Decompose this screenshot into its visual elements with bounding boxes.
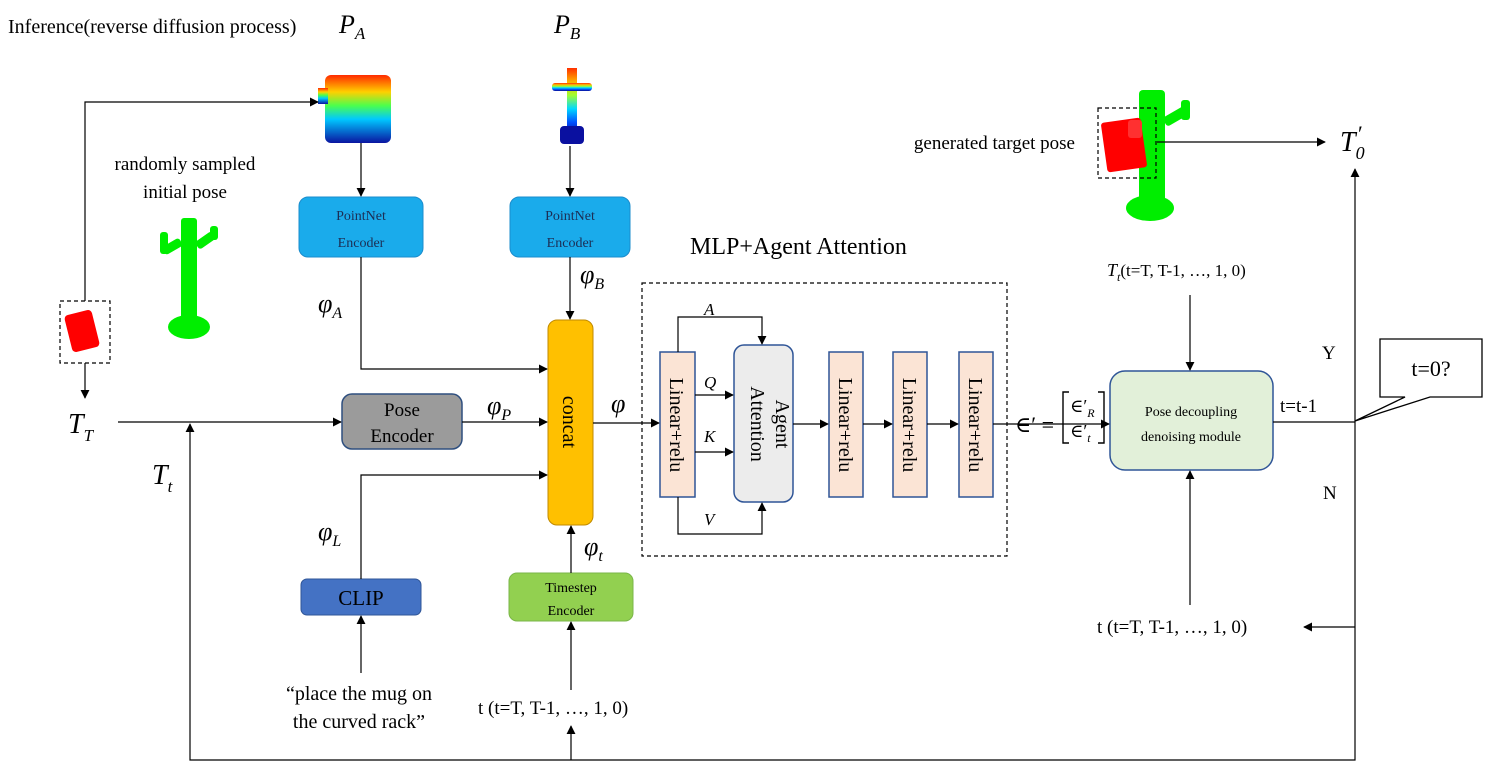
pointnet-encoder-a[interactable]: PointNet Encoder [298, 196, 424, 258]
svg-text:denoising module: denoising module [1141, 430, 1241, 445]
svg-text:Linear+relu: Linear+relu [964, 378, 986, 473]
point-cloud-a [318, 75, 391, 143]
t-update-label: t=t-1 [1280, 396, 1317, 417]
a-label: A [703, 300, 715, 319]
epsilon-r: ∈′R [1070, 396, 1095, 420]
mug-initial [64, 310, 100, 352]
linear-relu-4[interactable]: Linear+relu [958, 351, 994, 498]
mlp-agent-region [641, 282, 1008, 557]
t-range-right: t (t=T, T-1, …, 1, 0) [1097, 617, 1247, 638]
mlp-title: MLP+Agent Attention [690, 234, 907, 260]
agent-attention-block[interactable]: AgentAttention [733, 344, 794, 503]
phi-a-label: φA [318, 289, 342, 322]
pose-encoder[interactable]: Pose Encoder [341, 393, 463, 450]
svg-text:Pose decoupling: Pose decoupling [1145, 405, 1237, 420]
svg-text:Encoder: Encoder [338, 236, 385, 251]
pb-label: PB [553, 10, 581, 43]
linear-relu-1[interactable]: Linear+relu [659, 351, 696, 498]
linear-relu-2[interactable]: Linear+relu [828, 351, 864, 498]
svg-text:Encoder: Encoder [548, 604, 595, 619]
svg-text:Linear+relu: Linear+relu [665, 378, 687, 473]
phi-label: φ [611, 389, 625, 418]
svg-text:Pose: Pose [384, 400, 420, 421]
v-label: V [704, 510, 717, 529]
tt-label-capital: TT [68, 409, 95, 445]
instruction-line-1: “place the mug on [286, 683, 432, 705]
diagram-title: Inference(reverse diffusion process) [8, 16, 296, 38]
svg-text:Linear+relu: Linear+relu [898, 378, 920, 473]
svg-text:Encoder: Encoder [370, 426, 434, 447]
linear-relu-3[interactable]: Linear+relu [892, 351, 928, 498]
svg-text:t=0?: t=0? [1411, 356, 1450, 381]
pointnet-encoder-b[interactable]: PointNet Encoder [509, 196, 631, 258]
q-label: Q [704, 373, 716, 392]
pose-denoising-module[interactable]: Pose decoupling denoising module [1109, 370, 1274, 471]
svg-text:PointNet: PointNet [336, 209, 386, 224]
timestep-encoder[interactable]: Timestep Encoder [508, 572, 634, 622]
svg-text:PointNet: PointNet [545, 209, 595, 224]
svg-text:AgentAttention: AgentAttention [746, 386, 793, 462]
svg-text:CLIP: CLIP [338, 586, 384, 610]
tt-range-top: Tt(t=T, T-1, …, 1, 0) [1107, 260, 1246, 284]
epsilon-brackets [1062, 391, 1105, 444]
rack-generated [1126, 90, 1190, 221]
k-label: K [703, 427, 717, 446]
clip-encoder[interactable]: CLIP [300, 578, 422, 616]
svg-text:Timestep: Timestep [545, 581, 597, 596]
random-pose-label-2: initial pose [143, 182, 227, 203]
no-label: N [1323, 483, 1337, 504]
phi-p-label: φP [487, 391, 511, 424]
instruction-line-2: the curved rack” [293, 711, 425, 733]
generated-target-label: generated target pose [914, 133, 1075, 154]
yes-label: Y [1322, 343, 1336, 364]
phi-l-label: φL [318, 517, 341, 550]
connectors [80, 97, 1360, 761]
rack-initial [160, 218, 218, 339]
svg-text:Encoder: Encoder [547, 236, 594, 251]
svg-text:Linear+relu: Linear+relu [834, 378, 856, 473]
svg-text:concat: concat [558, 396, 580, 449]
target-mug-box [1097, 107, 1157, 179]
point-cloud-b [552, 68, 592, 144]
random-pose-label-1: randomly sampled [115, 154, 256, 175]
pa-label: PA [338, 10, 366, 43]
phi-b-label: φB [580, 260, 604, 293]
mug-generated [1101, 117, 1147, 173]
t-range-bottom: t (t=T, T-1, …, 1, 0) [478, 698, 628, 719]
epsilon-t: ∈′t [1070, 421, 1091, 445]
t0-prime-label: T0′ [1340, 121, 1365, 163]
decision-callout: t=0? [1354, 338, 1483, 422]
concat-block[interactable]: concat [547, 319, 594, 526]
phi-t-label: φt [584, 532, 603, 565]
t-t-label: Tt [152, 460, 174, 496]
